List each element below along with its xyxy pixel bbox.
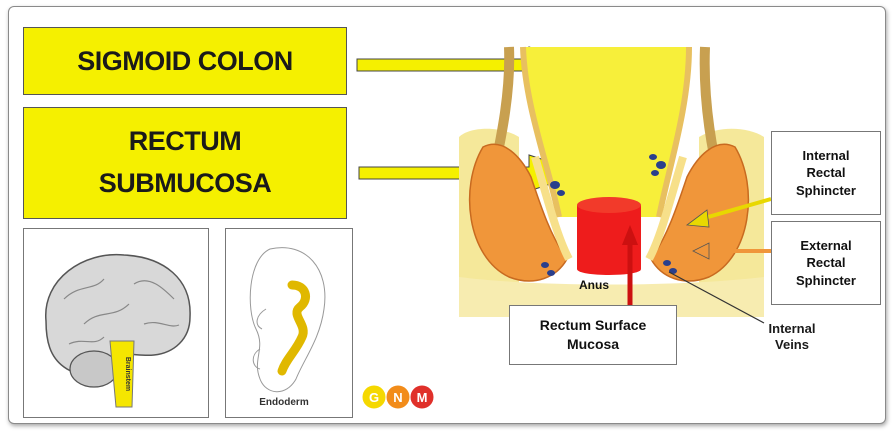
veins-pointer [669,272,764,323]
external-sphincter-pointer-head [693,243,709,259]
internal-veins-line1: Internal [757,321,827,337]
pointer-arrows [9,7,885,423]
internal-sphincter-line3: Sphincter [796,182,856,200]
mucosa-pointer-head [622,225,638,245]
internal-veins-label: Internal Veins [757,321,827,354]
external-sphincter-line2: Rectal [806,254,845,272]
external-sphincter-box: External Rectal Sphincter [771,221,881,305]
internal-sphincter-line2: Rectal [806,164,845,182]
external-sphincter-line1: External [800,237,851,255]
internal-sphincter-pointer-head [687,210,709,227]
slide-frame: SIGMOID COLON RECTUM SUBMUCOSA Brainstem… [8,6,886,424]
external-sphincter-line3: Sphincter [796,272,856,290]
surface-mucosa-line2: Mucosa [567,335,619,354]
internal-sphincter-line1: Internal [803,147,850,165]
surface-mucosa-line1: Rectum Surface [540,316,647,335]
surface-mucosa-box: Rectum Surface Mucosa [509,305,677,365]
internal-veins-line2: Veins [757,337,827,353]
internal-sphincter-pointer [701,199,771,219]
internal-sphincter-box: Internal Rectal Sphincter [771,131,881,215]
